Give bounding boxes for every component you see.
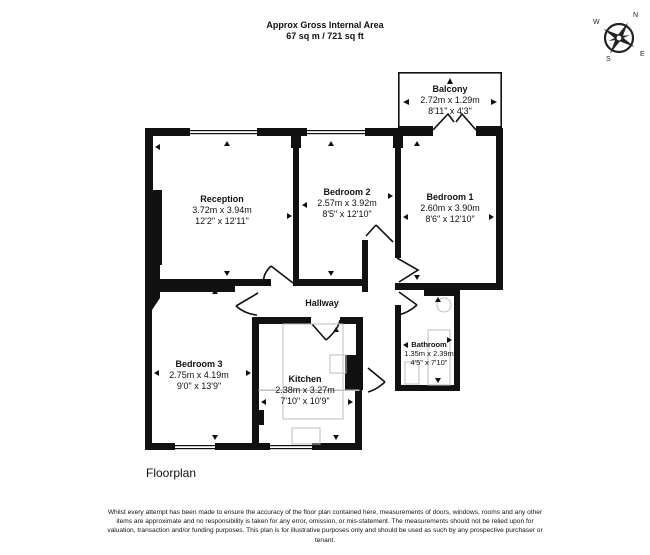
svg-text:W: W (593, 19, 600, 26)
compass-rose-icon: N W E S (593, 12, 645, 63)
room-label-bedroom-3: Bedroom 3 2.75m x 4.19m 9'0" x 13'9" (169, 359, 229, 391)
dimension-markers (154, 78, 497, 440)
room-label-reception: Reception 3.72m x 3.94m 12'2" x 12'11" (192, 194, 252, 226)
svg-text:S: S (606, 56, 611, 63)
room-label-balcony: Balcony 2.72m x 1.29m 8'11" x 4'3" (420, 84, 480, 116)
walls (145, 72, 503, 450)
room-label-bedroom-2: Bedroom 2 2.57m x 3.92m 8'5" x 12'10" (317, 187, 377, 219)
disclaimer-text: Whilst every attempt has been made to en… (107, 509, 543, 544)
room-label-kitchen: Kitchen 2.38m x 3.27m 7'10" x 10'9" (275, 374, 335, 406)
fixtures (258, 297, 452, 445)
room-label-bedroom-1: Bedroom 1 2.60m x 3.90m 8'6" x 12'10" (420, 192, 480, 224)
area-header: Approx Gross Internal Area 67 sq m / 721… (0, 20, 650, 42)
room-label-bathroom: Bathroom 1.35m x 2.39m 4'5" x 7'10" (404, 340, 454, 367)
room-label-hallway: Hallway (305, 298, 339, 308)
area-value: 67 sq m / 721 sq ft (286, 31, 364, 41)
floor-title: Floorplan (146, 466, 197, 480)
area-title: Approx Gross Internal Area (266, 20, 384, 30)
compass-n: N (633, 12, 638, 19)
svg-text:E: E (640, 51, 645, 58)
